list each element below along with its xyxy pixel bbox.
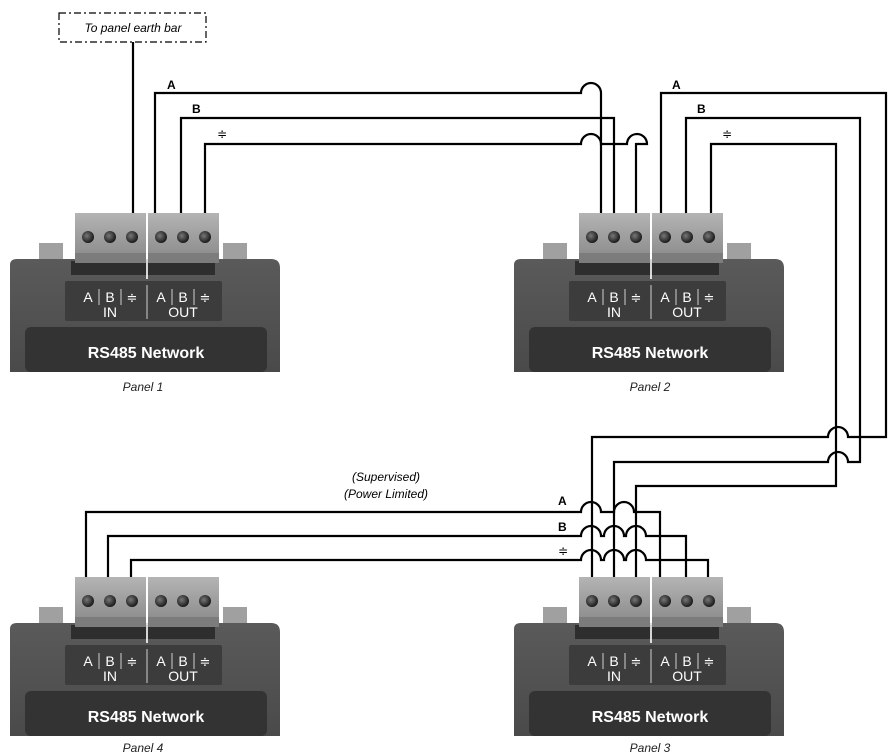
panel-1-in-ground-label: ≑: [127, 291, 138, 306]
supervised-note: (Supervised): [352, 470, 420, 484]
panel-3-module: A B ≑ A B ≑ IN OUT RS485 Network: [513, 576, 785, 737]
panel-3-out-ground-label: ≑: [704, 655, 715, 670]
panel-1-in-label: IN: [103, 304, 117, 320]
panel-2-in-ground-label: ≑: [631, 291, 642, 306]
wire-label-a-top-right: A: [672, 78, 681, 92]
wire-gnd-p1-p2: [203, 132, 649, 213]
panel-3-network-label: RS485 Network: [592, 709, 709, 726]
panel-1-out-a-label: A: [156, 289, 166, 305]
wire-label-a-top-left: A: [167, 78, 176, 92]
panel-2-network-label: RS485 Network: [592, 345, 709, 362]
panel-3-in-ground-label: ≑: [631, 655, 642, 670]
panel-4-in-b-label: B: [105, 653, 114, 669]
panel-4-module: A B ≑ A B ≑ IN OUT RS485 Network: [9, 576, 281, 737]
panel-2-out-ground-label: ≑: [704, 291, 715, 306]
wire-gnd-p3-p4: [129, 548, 710, 577]
panel-2-in-a-label: A: [587, 289, 597, 305]
panel-4-in-label: IN: [103, 668, 117, 684]
panel-3-out-b-label: B: [682, 653, 691, 669]
panel-2-out-b-label: B: [682, 289, 691, 305]
panel-1-out-ground-label: ≑: [200, 291, 211, 306]
panel-1-in-a-label: A: [83, 289, 93, 305]
power-limited-note: (Power Limited): [344, 487, 428, 501]
wire-label-b-top-right: B: [697, 102, 706, 116]
panel-2-module: A B ≑ A B ≑ IN OUT RS485 Network: [513, 212, 785, 373]
wire-label-ground-bottom: ≑: [558, 544, 568, 558]
wire-a-p1-p2: [153, 81, 603, 213]
panel-3-in-label: IN: [607, 668, 621, 684]
panel-1-network-label: RS485 Network: [88, 345, 205, 362]
panel-1-caption: Panel 1: [123, 380, 164, 394]
wire-label-ground-top-right: ≑: [722, 127, 732, 141]
panel-2-in-label: IN: [607, 304, 621, 320]
panel-2-out-a-label: A: [660, 289, 670, 305]
panel-4-out-b-label: B: [178, 653, 187, 669]
panel-2-out-label: OUT: [672, 304, 702, 320]
panel-1-out-label: OUT: [168, 304, 198, 320]
wire-label-b-bottom: B: [558, 520, 567, 534]
panel-2-caption: Panel 2: [630, 380, 671, 394]
earth-bar-note: To panel earth bar: [85, 21, 183, 35]
panel-4-out-a-label: A: [156, 653, 166, 669]
panel-3-out-a-label: A: [660, 653, 670, 669]
panel-3-in-a-label: A: [587, 653, 597, 669]
panel-4-network-label: RS485 Network: [88, 709, 205, 726]
panel-1-in-b-label: B: [105, 289, 114, 305]
panel-3-out-label: OUT: [672, 668, 702, 684]
panel-3-caption: Panel 3: [630, 741, 671, 754]
earth-bar-note-box: [58, 12, 207, 43]
panel-3-in-b-label: B: [609, 653, 618, 669]
panel-4-in-a-label: A: [83, 653, 93, 669]
wire-label-ground-top-left: ≑: [217, 127, 227, 141]
wire-b-p1-p2: [179, 116, 616, 213]
wire-label-b-top-left: B: [192, 102, 201, 116]
wire-gnd-p2-p3: [634, 142, 838, 577]
panel-4-out-label: OUT: [168, 668, 198, 684]
panel-2-in-b-label: B: [609, 289, 618, 305]
panel-1-out-b-label: B: [178, 289, 187, 305]
panel-4-caption: Panel 4: [123, 741, 164, 754]
panel-4-in-ground-label: ≑: [127, 655, 138, 670]
panel-4-out-ground-label: ≑: [200, 655, 211, 670]
wire-a-p2-p3: [590, 91, 888, 577]
wire-a-p3-p4: [84, 500, 662, 577]
wire-b-p2-p3: [612, 116, 862, 577]
wire-label-a-bottom: A: [558, 494, 567, 508]
wire-b-p3-p4: [106, 524, 688, 577]
panel-1-module: A B ≑ A B ≑ IN OUT RS485 Network: [9, 212, 281, 373]
